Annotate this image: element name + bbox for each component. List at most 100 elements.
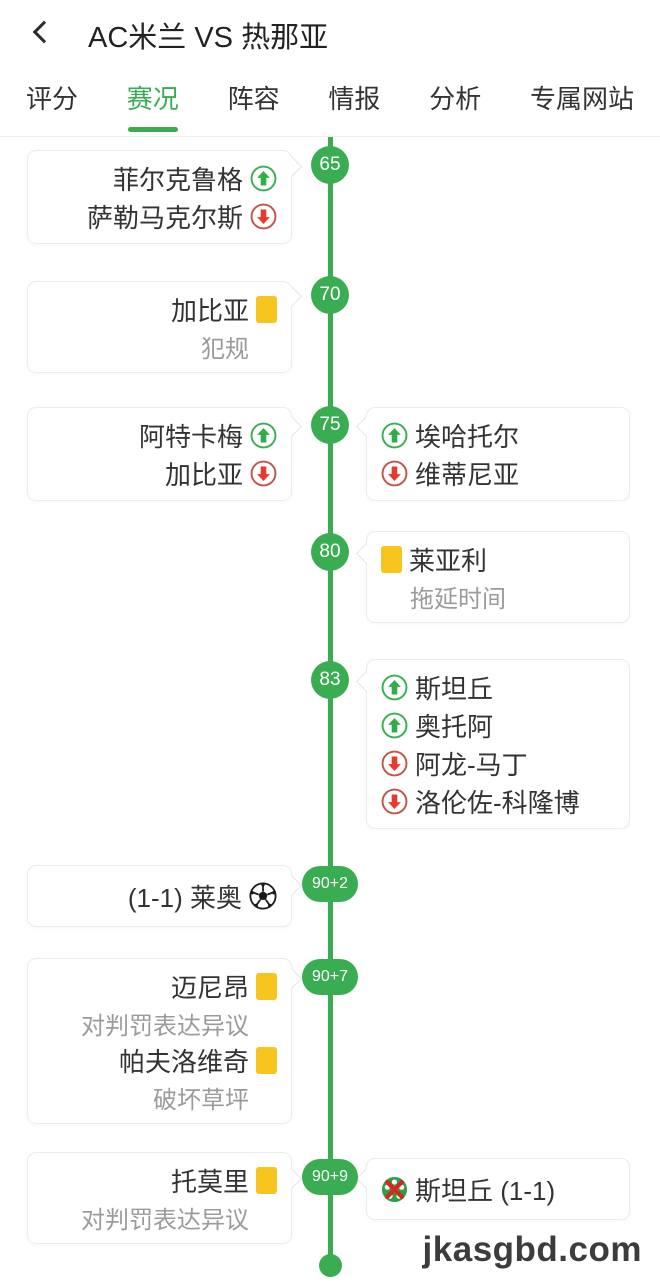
event-row: 阿龙-马丁 <box>381 744 615 782</box>
minute-node-70: 70 <box>311 276 349 314</box>
event-note-row: 拖延时间 <box>381 578 615 614</box>
tab-label: 情报 <box>328 84 381 114</box>
player-name: 加比亚 <box>164 459 243 490</box>
minute-node-90-2: 90+2 <box>302 866 358 902</box>
player-name: 莱亚利 <box>409 545 488 576</box>
yellow-card-icon <box>256 1166 277 1194</box>
sub-out-icon <box>381 460 408 486</box>
minute-node-83: 83 <box>311 661 349 699</box>
minute-node-75: 75 <box>311 406 349 444</box>
event-card-90-9-away: 斯坦丘 (1-1) <box>366 1158 630 1220</box>
sub-in-icon <box>250 165 277 191</box>
sub-in-icon <box>381 674 408 700</box>
sub-in-icon <box>250 422 277 448</box>
event-row: 斯坦丘 <box>381 668 615 706</box>
event-note-row: 破坏草坪 <box>42 1079 277 1115</box>
player-name: 洛伦佐-科隆博 <box>415 787 580 818</box>
player-name: 埃哈托尔 <box>415 421 520 452</box>
event-card-90-2-home: (1-1) 莱奥 <box>27 865 292 927</box>
event-note: 对判罚表达异议 <box>81 1012 249 1040</box>
event-note: 犯规 <box>201 335 249 363</box>
event-row: 迈尼昂 <box>42 967 277 1005</box>
event-card-75-home: 阿特卡梅 加比亚 <box>27 407 292 501</box>
event-note-row: 对判罚表达异议 <box>42 1005 277 1041</box>
event-row: 阿特卡梅 <box>42 416 277 454</box>
tab-label: 评分 <box>26 84 79 114</box>
tab-label: 分析 <box>429 84 482 114</box>
player-name: 加比亚 <box>170 295 249 326</box>
active-tab-underline <box>127 127 178 132</box>
tab-label: 赛况 <box>126 84 179 114</box>
minute-node-90-7: 90+7 <box>302 959 358 995</box>
sub-in-icon <box>381 712 408 738</box>
player-name: 斯坦丘 <box>415 673 494 704</box>
player-name: 维蒂尼亚 <box>415 459 520 490</box>
goal-ball-icon <box>249 882 277 910</box>
event-row: 莱亚利 <box>381 540 615 578</box>
tab-label: 专属网站 <box>529 84 634 114</box>
back-button[interactable] <box>28 18 58 48</box>
event-row: 埃哈托尔 <box>381 416 615 454</box>
back-chevron-icon <box>32 20 56 44</box>
event-row: 菲尔克鲁格 <box>42 159 277 197</box>
tab-label: 阵容 <box>227 84 280 114</box>
player-name: 奥托阿 <box>415 711 494 742</box>
event-card-75-away: 埃哈托尔 维蒂尼亚 <box>366 407 630 501</box>
timeline-line <box>328 137 333 1265</box>
event-row: 加比亚 <box>42 290 277 328</box>
event-card-80-away: 莱亚利 拖延时间 <box>366 531 630 623</box>
divider <box>0 136 660 137</box>
tab-exclusive-site[interactable]: 专属网站 <box>530 82 634 116</box>
yellow-card-icon <box>256 1046 277 1074</box>
minute-node-80: 80 <box>311 533 349 571</box>
yellow-card-icon <box>256 295 277 323</box>
watermark: jkasgbd.com <box>422 1230 642 1269</box>
sub-out-icon <box>381 788 408 814</box>
minute-node-90-9: 90+9 <box>302 1159 358 1195</box>
sub-in-icon <box>381 422 408 448</box>
yellow-card-icon <box>256 972 277 1000</box>
event-row: 洛伦佐-科隆博 <box>381 782 615 820</box>
page-title: AC米兰 VS 热那亚 <box>88 22 329 54</box>
event-card-65-home: 菲尔克鲁格 萨勒马克尔斯 <box>27 150 292 244</box>
missed-goal-icon <box>381 1176 408 1203</box>
event-row: 斯坦丘 (1-1) <box>381 1171 615 1207</box>
tab-rating[interactable]: 评分 <box>26 82 78 116</box>
event-note-row: 犯规 <box>42 328 277 364</box>
header: AC米兰 VS 热那亚 <box>0 0 660 70</box>
sub-out-icon <box>250 203 277 229</box>
event-card-70-home: 加比亚 犯规 <box>27 281 292 373</box>
sub-out-icon <box>381 750 408 776</box>
player-name: 迈尼昂 <box>170 972 249 1003</box>
sub-out-icon <box>250 460 277 486</box>
player-name: 菲尔克鲁格 <box>112 164 243 195</box>
player-name: 斯坦丘 (1-1) <box>415 1175 556 1206</box>
event-row: 加比亚 <box>42 454 277 492</box>
player-name: 托莫里 <box>170 1166 249 1197</box>
player-name: 阿龙-马丁 <box>415 749 528 780</box>
event-card-90-7-home: 迈尼昂 对判罚表达异议 帕夫洛维奇 破坏草坪 <box>27 958 292 1124</box>
player-name: 阿特卡梅 <box>138 421 243 452</box>
event-note: 拖延时间 <box>410 585 506 613</box>
timeline-end-dot <box>319 1254 342 1277</box>
tab-analysis[interactable]: 分析 <box>429 82 481 116</box>
event-note-row: 对判罚表达异议 <box>42 1199 277 1235</box>
event-row: 维蒂尼亚 <box>381 454 615 492</box>
event-row: 托莫里 <box>42 1161 277 1199</box>
event-row: (1-1) 莱奥 <box>42 878 277 914</box>
event-row: 奥托阿 <box>381 706 615 744</box>
event-note: 破坏草坪 <box>153 1086 249 1114</box>
tab-bar: 评分 赛况 阵容 情报 分析 专属网站 <box>0 70 660 136</box>
tab-intel[interactable]: 情报 <box>328 82 380 116</box>
minute-node-65: 65 <box>311 146 349 184</box>
event-card-83-away: 斯坦丘 奥托阿 阿龙-马丁 洛伦佐-科隆博 <box>366 659 630 829</box>
event-row: 帕夫洛维奇 <box>42 1041 277 1079</box>
event-note: 对判罚表达异议 <box>81 1206 249 1234</box>
goal-scorer-name: (1-1) 莱奥 <box>127 882 242 913</box>
player-name: 萨勒马克尔斯 <box>86 202 243 233</box>
player-name: 帕夫洛维奇 <box>118 1046 249 1077</box>
tab-lineup[interactable]: 阵容 <box>228 82 280 116</box>
tab-live[interactable]: 赛况 <box>126 82 179 132</box>
event-row: 萨勒马克尔斯 <box>42 197 277 235</box>
